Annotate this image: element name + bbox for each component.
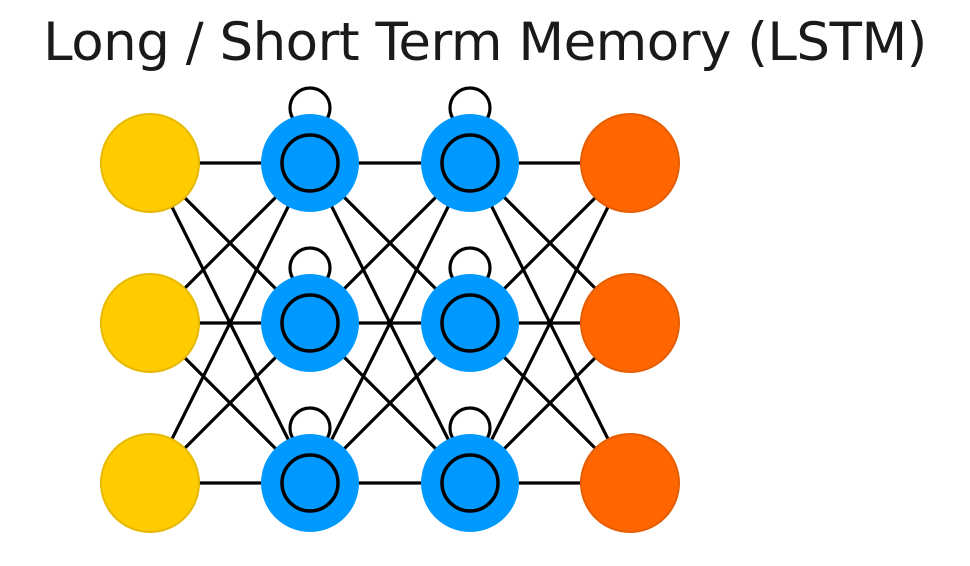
memory-cell-ring [280, 293, 340, 353]
connection-edge [308, 162, 472, 484]
input-node [100, 113, 200, 213]
diagram-title: Long / Short Term Memory (LSTM) [43, 12, 927, 73]
connection-edges [148, 161, 632, 485]
memory-cell-ring [280, 453, 340, 513]
network-nodes [100, 113, 680, 533]
output-node [580, 433, 680, 533]
output-node [580, 113, 680, 213]
connection-edge [148, 162, 312, 484]
output-node [580, 273, 680, 373]
input-node [100, 433, 200, 533]
memory-cell-ring [440, 293, 500, 353]
connection-edge [468, 162, 632, 484]
memory-cell-ring [440, 133, 500, 193]
memory-cell-ring [440, 453, 500, 513]
input-node [100, 273, 200, 373]
memory-cell-ring [280, 133, 340, 193]
